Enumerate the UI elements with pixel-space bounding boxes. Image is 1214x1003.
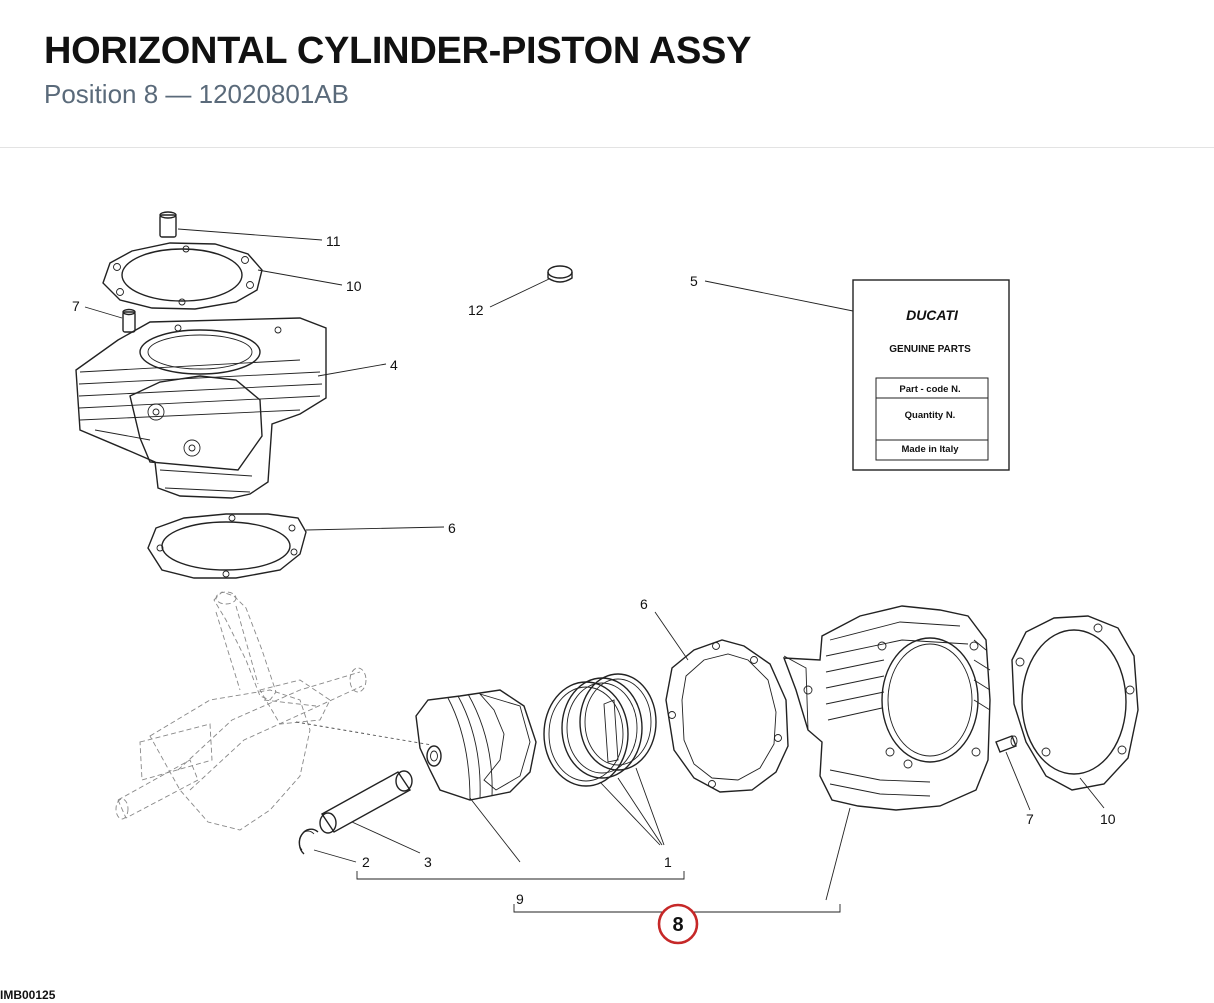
diagram-reference-code: IMB00125 — [0, 988, 56, 1002]
callout-10-top: 10 — [346, 278, 362, 294]
callout-6-bottom: 6 — [640, 596, 648, 612]
part-12-cap[interactable] — [489, 265, 573, 308]
part-1-piston-rings[interactable] — [543, 673, 665, 846]
label-card-genuine: GENUINE PARTS — [889, 344, 971, 355]
part-7-dowel-bottom[interactable] — [995, 735, 1031, 811]
part-6-base-gasket-top[interactable] — [147, 513, 445, 579]
callout-5: 5 — [690, 273, 698, 289]
label-card-row-part-code: Part - code N. — [899, 384, 960, 395]
callout-9: 9 — [516, 891, 524, 907]
callout-8: 8 — [672, 914, 683, 936]
callout-11: 11 — [326, 233, 341, 249]
assembly-axis — [295, 721, 433, 746]
callout-2: 2 — [362, 854, 370, 870]
callout-6-top: 6 — [448, 520, 456, 536]
label-card-brand: DUCATI — [906, 307, 959, 323]
label-card-row-made-in: Made in Italy — [901, 444, 959, 455]
part-7-dowel-top[interactable] — [84, 306, 136, 333]
page-title: HORIZONTAL CYLINDER-PISTON ASSY — [44, 30, 752, 72]
piston[interactable] — [415, 689, 537, 863]
page-subtitle: Position 8 — 12020801AB — [44, 79, 349, 109]
part-5-label-card[interactable]: DUCATI GENUINE PARTS Part - code N. Quan… — [852, 279, 1010, 471]
crankshaft-reference — [115, 591, 367, 831]
callout-12: 12 — [468, 302, 484, 318]
part-10-head-gasket-bottom[interactable] — [1011, 615, 1139, 809]
part-4-cylinder[interactable] — [75, 317, 387, 499]
callout-10-bottom: 10 — [1100, 811, 1116, 827]
callout-1: 1 — [664, 854, 672, 870]
header-divider — [0, 147, 1214, 148]
callout-4: 4 — [390, 357, 398, 373]
part-8-cylinder-assembly-view[interactable] — [782, 605, 991, 901]
callout-7-bottom: 7 — [1026, 811, 1034, 827]
label-card-row-quantity: Quantity N. — [905, 410, 956, 421]
bracket-9 — [356, 871, 685, 880]
part-2-circlip[interactable] — [298, 828, 357, 863]
callout-3: 3 — [424, 854, 432, 870]
callout-7-top: 7 — [72, 298, 80, 314]
part-11-dowel[interactable] — [159, 211, 323, 241]
callout-8-highlight[interactable]: 8 — [657, 903, 699, 945]
part-3-gudgeon-pin[interactable] — [319, 770, 421, 854]
part-6-base-gasket-bottom[interactable] — [654, 611, 789, 793]
part-10-head-gasket[interactable] — [102, 242, 343, 310]
